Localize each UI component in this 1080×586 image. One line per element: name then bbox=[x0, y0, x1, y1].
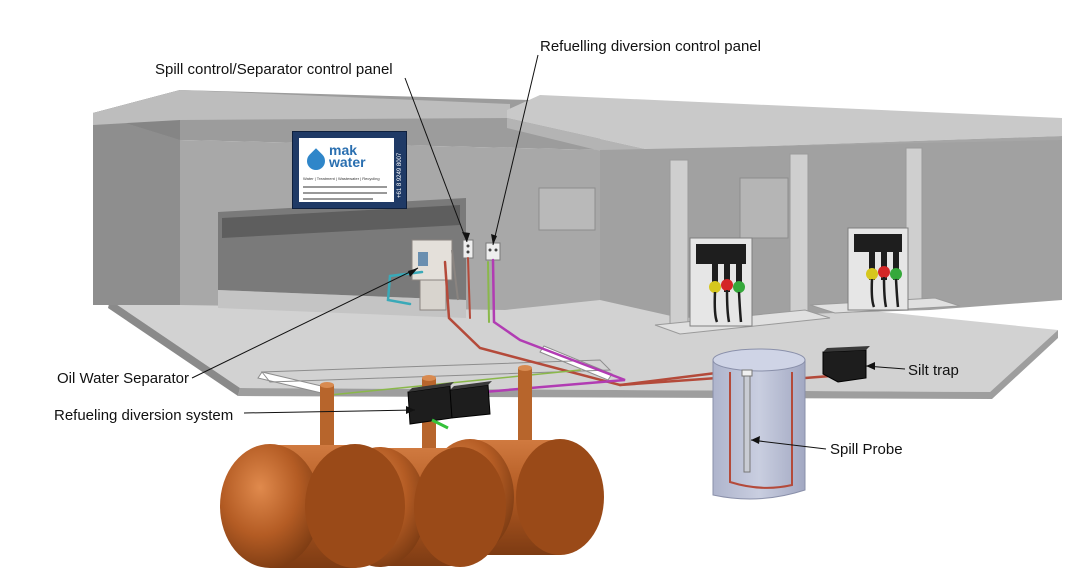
fuel-tank-1 bbox=[220, 382, 405, 568]
label-spill-control-panel: Spill control/Separator control panel bbox=[155, 61, 393, 78]
separator-control-panel bbox=[462, 239, 474, 259]
sign-panel: mak water Water | Treatment | Wastewater… bbox=[299, 138, 394, 202]
label-spill-probe: Spill Probe bbox=[830, 441, 903, 458]
fuel-pump-1 bbox=[689, 237, 753, 327]
company-sign: mak water Water | Treatment | Wastewater… bbox=[292, 131, 407, 209]
sign-fineprint-2 bbox=[303, 192, 387, 194]
sign-fineprint-3 bbox=[303, 198, 373, 200]
sign-phone: +61 8 9249 8007 bbox=[397, 152, 403, 198]
label-oil-water-separator: Oil Water Separator bbox=[57, 370, 189, 387]
service-building bbox=[93, 90, 600, 318]
sign-services: Water | Treatment | Wastewater | Recycli… bbox=[303, 176, 380, 181]
leader-arrowheads bbox=[406, 232, 875, 444]
sign-fineprint-1 bbox=[303, 186, 387, 188]
fuel-pump-2 bbox=[847, 227, 909, 311]
label-refuelling-diversion-panel: Refuelling diversion control panel bbox=[540, 38, 761, 55]
sign-brand-line1: mak bbox=[329, 142, 358, 158]
sign-brand-line2: water bbox=[329, 154, 366, 170]
pipework bbox=[329, 257, 840, 396]
refuelling-control-panel bbox=[485, 242, 501, 261]
spill-probe-sump bbox=[712, 348, 806, 500]
water-drop-icon bbox=[303, 148, 329, 174]
label-silt-trap: Silt trap bbox=[908, 362, 959, 379]
label-refueling-diversion-system: Refueling diversion system bbox=[54, 407, 234, 424]
refueling-diversion-system bbox=[407, 381, 492, 430]
silt-trap bbox=[822, 346, 870, 383]
